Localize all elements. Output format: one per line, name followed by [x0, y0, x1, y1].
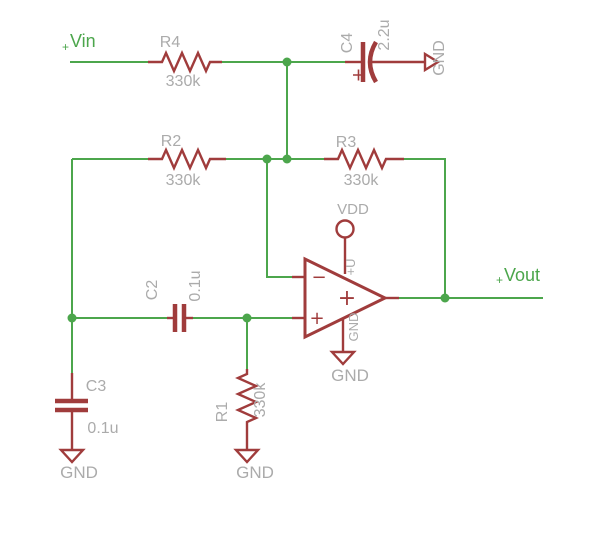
- resistor-symbol: [324, 147, 404, 171]
- r2-value: 330k: [166, 172, 202, 189]
- inverting-minus-symbol: −: [311, 267, 326, 288]
- c4-value: 2.2u: [376, 19, 393, 50]
- vdd-pin-circle: [335, 219, 355, 239]
- junction-dots: [67, 57, 450, 323]
- junction-dot: [282, 57, 292, 67]
- nets: [70, 61, 543, 373]
- r1-gnd-label: GND: [236, 463, 274, 482]
- net-label-vout: + Vout: [496, 265, 540, 287]
- c3-value: 0.1u: [87, 420, 118, 437]
- capacitor-c4: C4 2.2u GND: [339, 19, 448, 84]
- r1-name: R1: [214, 402, 231, 423]
- c3-gnd-label: GND: [60, 463, 98, 482]
- gnd-symbol: [423, 51, 441, 73]
- r4-name: R4: [160, 34, 181, 51]
- gnd-symbol: [329, 350, 357, 366]
- net-r3-feedback: [404, 158, 446, 298]
- resistor-r2: R2 330k: [148, 133, 226, 189]
- net-label-vin: + Vin: [62, 31, 96, 54]
- capacitor-c2: C2 0.1u: [144, 270, 204, 332]
- junction-dot: [282, 154, 292, 164]
- resistor-r1: R1 330k GND: [214, 369, 274, 482]
- opamp-gnd-label: GND: [331, 366, 369, 385]
- r3-value: 330k: [344, 172, 380, 189]
- polarity-plus-icon: [353, 69, 364, 81]
- opamp-body-plus: +: [338, 286, 356, 311]
- c2-value: 0.1u: [187, 270, 204, 301]
- resistor-r3: R3 330k: [324, 134, 404, 189]
- opamp-gnd-pin-label: GND: [346, 313, 361, 342]
- vin-label: Vin: [70, 31, 96, 51]
- resistor-symbol: [235, 369, 259, 450]
- c3-name: C3: [86, 378, 107, 395]
- c2-name: C2: [144, 280, 161, 301]
- vin-pin-marker: +: [62, 40, 69, 54]
- vout-label: Vout: [504, 265, 540, 285]
- junction-dot: [242, 313, 252, 323]
- c4-name: C4: [339, 33, 356, 54]
- resistor-symbol: [148, 147, 226, 171]
- gnd-symbol: [58, 448, 86, 464]
- junction-dot: [440, 293, 450, 303]
- r2-name: R2: [161, 133, 182, 150]
- cap-plate-curved: [367, 40, 378, 84]
- junction-dot: [262, 154, 272, 164]
- vdd-label: VDD: [337, 201, 369, 218]
- opamp-triangle: [303, 256, 389, 340]
- junction-dot: [67, 313, 77, 323]
- r1-value: 330k: [252, 382, 269, 418]
- r3-name: R3: [336, 134, 357, 151]
- opamp-plus-u-pin-label: +U: [343, 259, 358, 276]
- capacitor-c3: C3 0.1u GND: [55, 373, 119, 482]
- opamp: − + + VDD +U GND GND: [292, 201, 399, 385]
- r4-value: 330k: [166, 73, 202, 90]
- net-inverting-branch: [266, 159, 292, 278]
- vout-pin-marker: +: [496, 273, 503, 287]
- resistor-symbol: [148, 50, 222, 74]
- c4-gnd-label: GND: [431, 40, 448, 76]
- gnd-symbol: [233, 448, 261, 464]
- resistor-r4: R4 330k: [148, 34, 222, 90]
- noninverting-plus-symbol: +: [309, 308, 324, 329]
